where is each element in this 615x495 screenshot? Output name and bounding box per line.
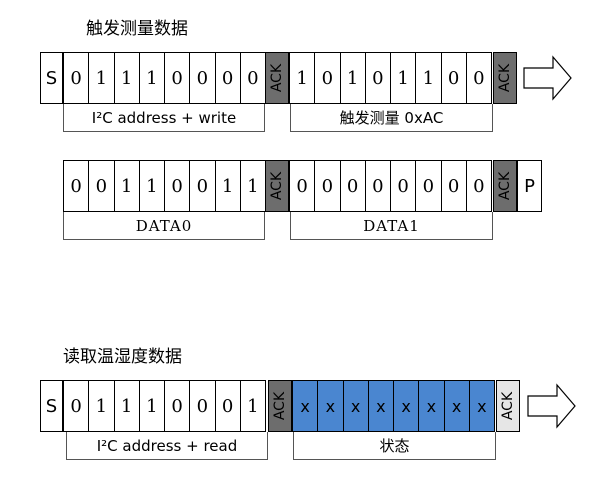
bit-cell: 0 — [214, 380, 241, 432]
bit-cell: 0 — [164, 380, 191, 432]
bit-cell: 1 — [390, 52, 417, 104]
bit-cell: x — [393, 380, 420, 432]
section1-title: 触发测量数据 — [86, 19, 188, 39]
bit-cell: 0 — [465, 52, 492, 104]
bit-cell: 0 — [189, 160, 216, 212]
bit-cell: 1 — [88, 52, 115, 104]
bit-cell: x — [443, 380, 470, 432]
bit-cell: 1 — [339, 52, 366, 104]
ack-cell: ACK — [493, 160, 517, 212]
stop-bit: P — [517, 160, 542, 212]
ack-label: ACK — [269, 63, 286, 93]
bit-cell: 1 — [214, 160, 241, 212]
ack-cell: ACK — [496, 380, 520, 432]
bit-cell: 0 — [63, 52, 90, 104]
section2-title: 读取温湿度数据 — [63, 347, 182, 367]
bit-cell: 0 — [440, 52, 467, 104]
bit-cell: 1 — [113, 380, 140, 432]
ack-label: ACK — [500, 391, 517, 421]
bit-cell: 0 — [189, 52, 216, 104]
bit-cell: 0 — [63, 380, 90, 432]
continue-arrow-icon — [527, 383, 576, 429]
bit-cell: 0 — [189, 380, 216, 432]
bit-cell: 1 — [239, 380, 266, 432]
ack-cell: ACK — [265, 160, 289, 212]
bit-cell: x — [292, 380, 319, 432]
field-label: I²C address + write — [63, 104, 265, 132]
field-label: 触发测量 0xAC — [290, 104, 493, 132]
bit-cell: 1 — [138, 52, 165, 104]
start-bit: S — [40, 52, 63, 104]
field-label: 状态 — [293, 432, 496, 460]
bit-cell: 0 — [440, 160, 467, 212]
start-bit: S — [40, 380, 63, 432]
field-label: DATA1 — [290, 212, 493, 240]
bit-cell: 1 — [88, 380, 115, 432]
ack-cell: ACK — [268, 380, 292, 432]
bit-cell: 1 — [415, 52, 442, 104]
bit-cell: 0 — [289, 160, 316, 212]
field-label: DATA0 — [63, 212, 265, 240]
ack-label: ACK — [497, 171, 514, 201]
bit-cell: 0 — [415, 160, 442, 212]
bit-cell: 1 — [138, 380, 165, 432]
bit-cell: 0 — [164, 52, 191, 104]
bit-cell: x — [367, 380, 394, 432]
bit-cell: 1 — [138, 160, 165, 212]
bit-cell: 0 — [390, 160, 417, 212]
bit-cell: 0 — [164, 160, 191, 212]
bit-cell: 0 — [465, 160, 492, 212]
ack-cell: ACK — [493, 52, 517, 104]
bit-cell: 1 — [239, 160, 266, 212]
bit-cell: 0 — [214, 52, 241, 104]
ack-label: ACK — [272, 391, 289, 421]
ack-label: ACK — [497, 63, 514, 93]
bit-cell: x — [342, 380, 369, 432]
ack-label: ACK — [269, 171, 286, 201]
ack-cell: ACK — [265, 52, 289, 104]
bit-cell: 0 — [314, 160, 341, 212]
bit-cell: 0 — [364, 52, 391, 104]
bit-cell: 1 — [113, 160, 140, 212]
bit-cell: 1 — [113, 52, 140, 104]
bit-cell: 0 — [339, 160, 366, 212]
field-label: I²C address + read — [66, 432, 268, 460]
bit-cell: 0 — [364, 160, 391, 212]
continue-arrow-icon — [523, 55, 572, 101]
bit-cell: x — [418, 380, 445, 432]
bit-cell: 0 — [239, 52, 266, 104]
bit-cell: 0 — [63, 160, 90, 212]
bit-cell: 0 — [314, 52, 341, 104]
bit-cell: 0 — [88, 160, 115, 212]
bit-cell: x — [317, 380, 344, 432]
bit-cell: x — [468, 380, 495, 432]
bit-cell: 1 — [289, 52, 316, 104]
